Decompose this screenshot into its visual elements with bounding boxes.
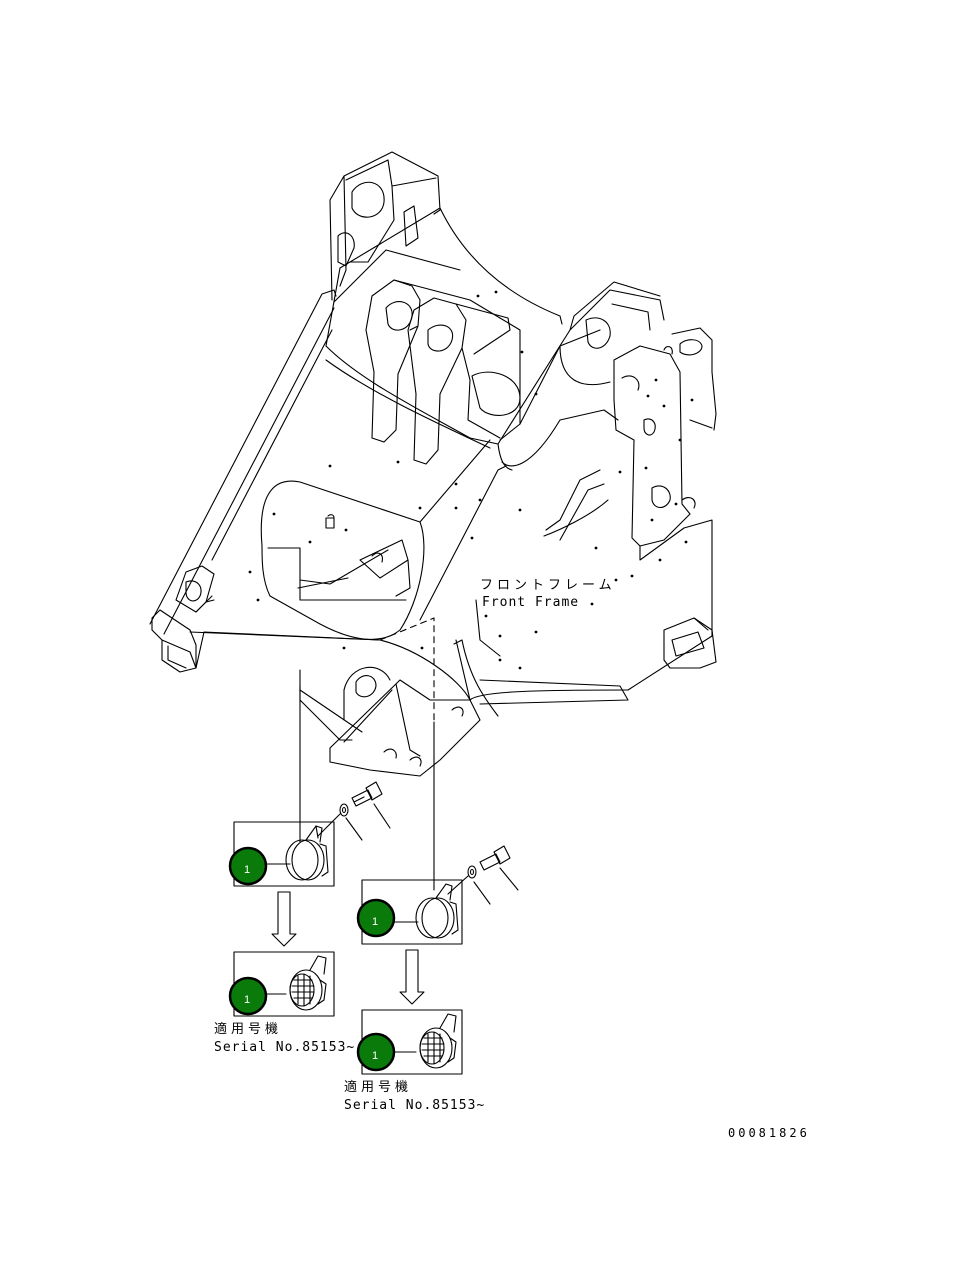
- down-arrow-icon: [399, 949, 425, 1005]
- horn-grille-icon: [419, 1013, 457, 1069]
- front-frame-illustration: [149, 151, 717, 777]
- serial-label: Serial No.85153~: [214, 1040, 356, 1055]
- drawing-number: 00081826: [728, 1126, 810, 1140]
- frame-label-jp: フロントフレーム: [480, 578, 616, 593]
- bolt-icon: [351, 781, 383, 807]
- serial-label: Serial No.85153~: [344, 1098, 486, 1113]
- applicable-label-jp: 適用号機: [344, 1080, 413, 1095]
- applicable-label-jp: 適用号機: [214, 1022, 283, 1037]
- horn-grille-icon: [289, 955, 327, 1011]
- bolt-icon: [479, 845, 511, 871]
- svg-text:1: 1: [372, 1050, 378, 1062]
- callout-marker[interactable]: 1: [356, 898, 396, 938]
- hidden-edge-dashed-line: [379, 617, 435, 723]
- svg-text:1: 1: [244, 864, 250, 876]
- svg-text:1: 1: [372, 916, 378, 928]
- frame-label-en: Front Frame: [482, 595, 580, 610]
- callout-marker[interactable]: 1: [356, 1032, 396, 1072]
- horn-icon: [415, 883, 459, 939]
- svg-text:1: 1: [244, 994, 250, 1006]
- callout-marker[interactable]: 1: [228, 846, 268, 886]
- down-arrow-icon: [271, 891, 297, 947]
- right-horn-assembly: [361, 845, 519, 945]
- horn-icon: [285, 825, 329, 881]
- left-horn-assembly: [233, 781, 391, 887]
- washer-icon: [339, 803, 349, 817]
- washer-icon: [467, 865, 477, 879]
- callout-marker[interactable]: 1: [228, 976, 268, 1016]
